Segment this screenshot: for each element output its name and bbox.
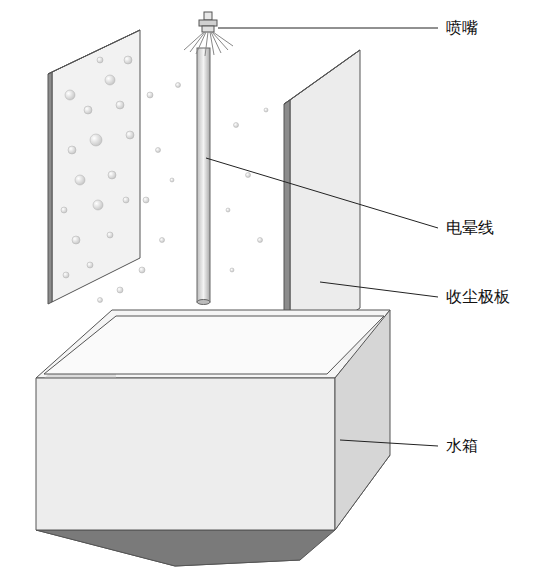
part-label: 水箱 — [446, 436, 478, 455]
left-plate — [48, 30, 140, 304]
water-tank — [36, 310, 390, 566]
part-label: 电晕线 — [446, 218, 494, 237]
part-label: 喷嘴 — [446, 18, 478, 37]
leader-lines — [206, 28, 438, 446]
part-label: 收尘极板 — [446, 287, 510, 306]
nozzle — [184, 12, 233, 56]
corona-wire — [197, 48, 210, 305]
